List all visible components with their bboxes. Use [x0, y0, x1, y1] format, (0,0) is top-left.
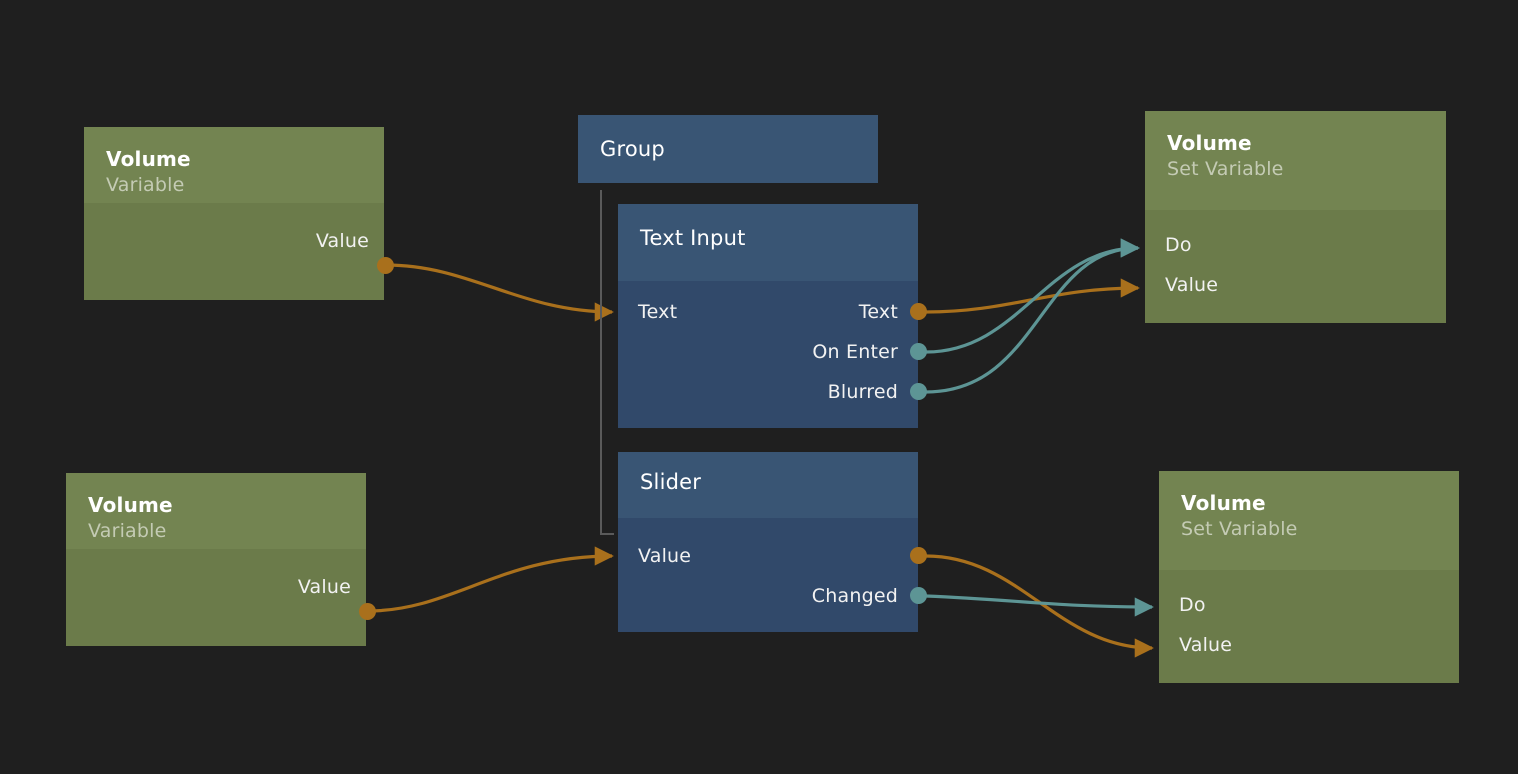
- node-title: Text Input: [640, 226, 746, 250]
- wire-volumevarbottom-value-to-slider-value: [367, 546, 614, 613]
- node-title: Volume: [1167, 131, 1252, 155]
- port-dot-textinput-text[interactable]: [910, 303, 927, 320]
- node-title: Volume: [1181, 491, 1266, 515]
- wire-textinput-text-to-volumesettop-value: [925, 278, 1140, 314]
- node-volume-set-variable-bottom[interactable]: Volume Set Variable Do Value: [1159, 471, 1459, 683]
- input-port-value[interactable]: Value: [1165, 273, 1218, 297]
- node-header: Volume Variable: [84, 127, 384, 203]
- node-header: Volume Set Variable: [1145, 111, 1446, 210]
- node-text-input[interactable]: Text Input Text Text On Enter Blurred: [618, 204, 918, 428]
- output-port-text[interactable]: Text: [859, 300, 898, 324]
- wire-slider-changed-to-volumesetbottom-do: [925, 594, 1154, 617]
- port-dot-textinput-onenter[interactable]: [910, 343, 927, 360]
- wire-volumevartop-value-to-textinput-text: [385, 263, 614, 322]
- port-dot-textinput-blurred[interactable]: [910, 383, 927, 400]
- node-title: Slider: [640, 470, 702, 494]
- input-port-do[interactable]: Do: [1179, 593, 1206, 617]
- wire-slider-value-to-volumesetbottom-value: [925, 554, 1154, 658]
- output-port-label: On Enter: [812, 341, 898, 363]
- node-subtitle: Set Variable: [1181, 518, 1298, 540]
- node-title: Volume: [106, 147, 191, 171]
- node-body: Value: [66, 549, 366, 646]
- output-port-label: Value: [297, 576, 351, 598]
- input-port-label: Value: [1165, 274, 1219, 296]
- port-dot-volumevartop-value[interactable]: [377, 257, 394, 274]
- node-volume-variable-bottom[interactable]: Volume Variable Value: [66, 473, 366, 646]
- input-port-label: Value: [638, 545, 692, 567]
- node-body: Text Text On Enter Blurred: [618, 281, 918, 428]
- wire-textinput-blurred-to-volumesettop-do: [925, 238, 1140, 394]
- input-port-label: Do: [1165, 234, 1192, 256]
- node-body: Value Changed: [618, 518, 918, 632]
- output-port-blurred[interactable]: Blurred: [828, 380, 898, 404]
- output-port-value[interactable]: Value: [316, 229, 369, 253]
- output-port-changed[interactable]: Changed: [812, 584, 898, 608]
- output-port-label: Changed: [811, 585, 898, 607]
- output-port-label: Text: [858, 301, 898, 323]
- output-port-value[interactable]: Value: [298, 575, 351, 599]
- output-port-label: Blurred: [827, 381, 898, 403]
- node-group[interactable]: Group: [578, 115, 878, 183]
- node-subtitle: Variable: [88, 520, 167, 542]
- port-dot-slider-changed[interactable]: [910, 587, 927, 604]
- node-volume-variable-top[interactable]: Volume Variable Value: [84, 127, 384, 300]
- output-port-label: Value: [315, 230, 369, 252]
- input-port-text[interactable]: Text: [638, 300, 677, 324]
- input-port-label: Text: [638, 301, 678, 323]
- group-connector-line-vertical: [600, 190, 602, 535]
- node-title: Group: [600, 137, 665, 161]
- input-port-value[interactable]: Value: [1179, 633, 1232, 657]
- node-header: Volume Variable: [66, 473, 366, 549]
- port-dot-volumevarbottom-value[interactable]: [359, 603, 376, 620]
- output-port-on-enter[interactable]: On Enter: [812, 340, 898, 364]
- node-volume-set-variable-top[interactable]: Volume Set Variable Do Value: [1145, 111, 1446, 323]
- node-body: Do Value: [1159, 570, 1459, 683]
- node-body: Value: [84, 203, 384, 300]
- wire-textinput-onenter-to-volumesettop-do: [925, 238, 1140, 354]
- node-header: Text Input: [618, 204, 918, 281]
- node-subtitle: Set Variable: [1167, 158, 1284, 180]
- input-port-value[interactable]: Value: [638, 544, 691, 568]
- node-title: Volume: [88, 493, 173, 517]
- input-port-do[interactable]: Do: [1165, 233, 1192, 257]
- node-header: Slider: [618, 452, 918, 518]
- node-slider[interactable]: Slider Value Changed: [618, 452, 918, 632]
- node-subtitle: Variable: [106, 174, 185, 196]
- input-port-label: Do: [1179, 594, 1206, 616]
- port-dot-slider-value[interactable]: [910, 547, 927, 564]
- node-body: Do Value: [1145, 210, 1446, 323]
- node-header: Group: [578, 115, 878, 183]
- input-port-label: Value: [1179, 634, 1233, 656]
- node-header: Volume Set Variable: [1159, 471, 1459, 570]
- group-connector-line-stub: [600, 533, 614, 535]
